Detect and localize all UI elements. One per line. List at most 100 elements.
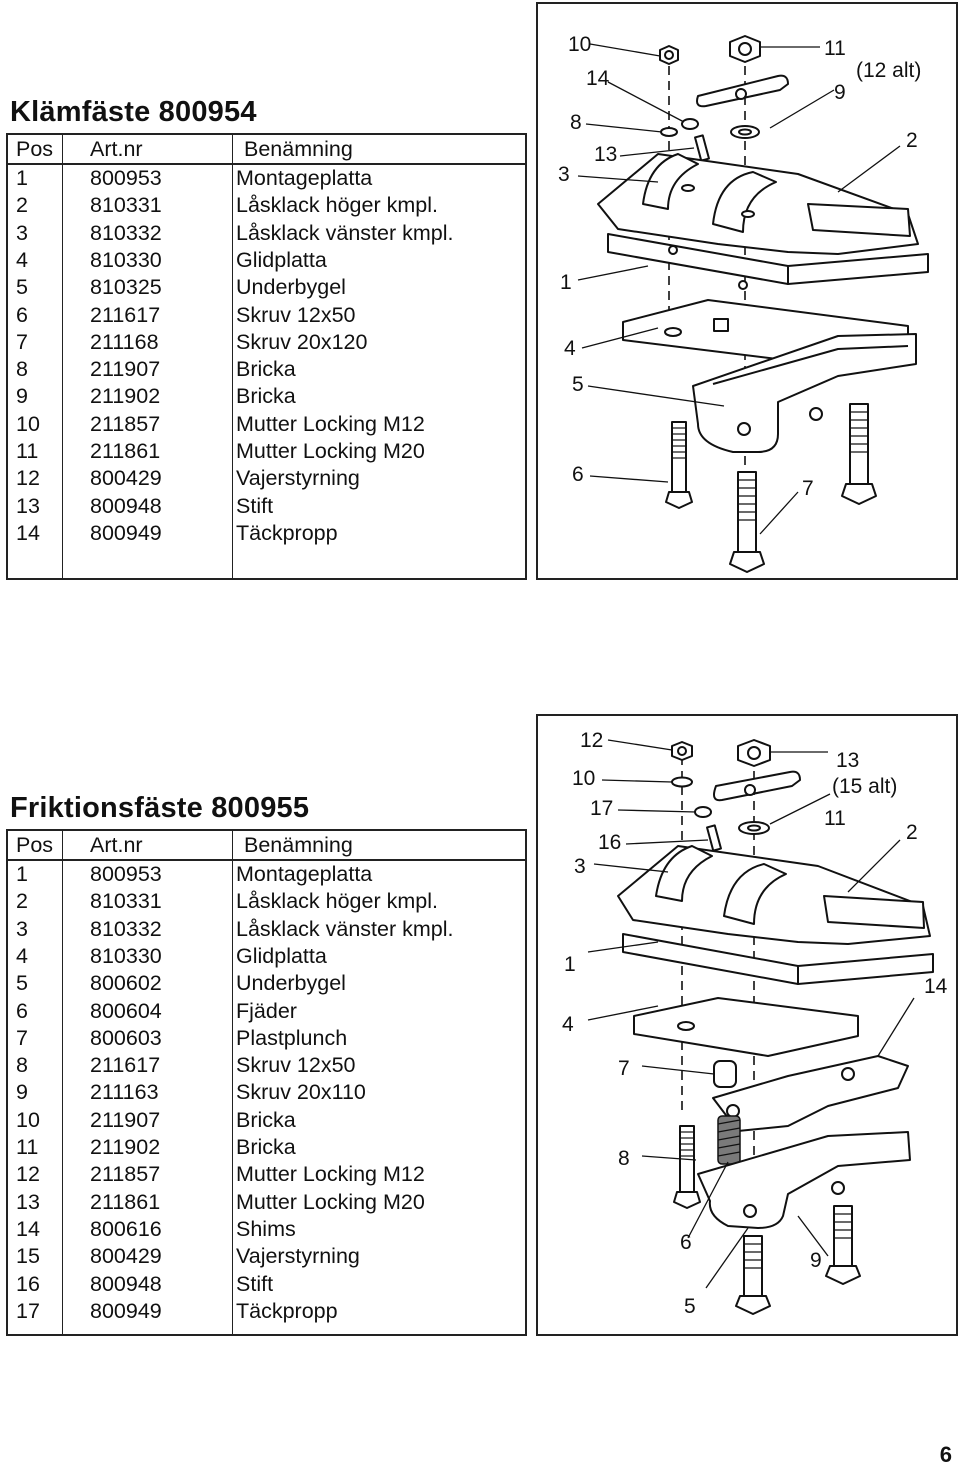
cell-art-nr: 810332 [90,220,162,245]
cell-art-nr: 800953 [90,862,162,886]
cell-name: Mutter Locking M20 [236,1189,425,1214]
cell-name: Mutter Locking M20 [236,439,425,463]
bolt-large-1 [729,471,765,573]
callout-13: 13 [594,143,618,166]
callout-2: 2 [906,129,918,152]
table-header: Pos Art.nr Benämning [8,832,525,859]
cell-art-nr: 211617 [90,302,161,327]
cell-art-nr: 800948 [90,493,162,518]
page-number: 6 [939,1442,952,1467]
cell-name: Bricka [236,1107,296,1132]
callout-7: 7 [618,1057,630,1080]
cell-art-nr: 810331 [90,193,162,218]
cell-art-nr: 800604 [90,998,162,1023]
cell-name: Underbygel [236,971,346,996]
cell-art-nr: 211861 [90,1189,161,1214]
callout-17: 17 [590,797,614,820]
callout-5: 5 [684,1295,696,1318]
cell-art-nr: 211857 [90,411,161,436]
callout-3: 3 [574,855,586,878]
cell-name: Skruv 20x110 [236,1080,366,1105]
cell-name: Skruv 12x50 [236,302,356,327]
cell-art-nr: 810331 [90,889,162,914]
cell-art-nr: 211861 [90,439,161,463]
cell-name: Skruv 12x50 [236,1053,356,1078]
cell-pos: 14 [16,520,40,545]
cell-pos: 11 [16,439,39,463]
cell-pos: 8 [16,357,28,382]
cell-name: Skruv 20x120 [236,329,368,354]
cell-art-nr: 800948 [90,1271,162,1296]
callout-4: 4 [562,1013,574,1036]
cell-name: Täckpropp [236,1298,338,1323]
cell-art-nr: 800603 [90,1025,162,1050]
cell-pos: 14 [16,1216,40,1241]
cell-art-nr: 211168 [90,329,159,354]
cell-pos: 6 [16,998,28,1023]
exploded-diagram-klamfaste: 10 14 8 13 3 11 (12 alt) 9 2 1 4 5 6 7 [536,2,958,580]
bolt-small [673,1125,701,1209]
table-row: 7 211168 Skruv 20x120 [8,329,525,356]
cell-art-nr: 211907 [90,357,161,382]
cell-pos: 3 [16,220,28,245]
cell-pos: 11 [16,1135,39,1159]
callout-6: 6 [572,463,584,486]
cell-name: Mutter Locking M12 [236,411,425,436]
cell-pos: 7 [16,1025,28,1050]
cell-pos: 16 [16,1271,40,1296]
diagram-drawing [587,739,934,1315]
callout-7: 7 [802,477,814,500]
callout-14: 14 [586,67,610,90]
cell-art-nr: 800953 [90,166,162,190]
cell-pos: 17 [16,1298,40,1323]
cell-art-nr: 800429 [90,466,162,491]
cell-name: Underbygel [236,275,346,300]
callout-4: 4 [564,337,576,360]
cell-pos: 1 [16,166,28,190]
cell-pos: 9 [16,1080,28,1105]
cell-pos: 7 [16,329,28,354]
cell-name: Vajerstyrning [236,466,360,491]
bolt-small [665,421,693,509]
callout-11: 11 [824,37,846,60]
cell-pos: 4 [16,943,28,968]
cell-pos: 9 [16,384,28,409]
cell-pos: 13 [16,1189,40,1214]
callout-9: 9 [810,1249,822,1272]
callout-3: 3 [558,163,570,186]
section-title-friktionsfaste: Friktionsfäste 800955 [10,792,310,824]
cell-art-nr: 211907 [90,1107,161,1132]
callout-15-alt: (15 alt) [832,775,898,798]
cell-pos: 13 [16,493,40,518]
cell-name: Glidplatta [236,943,327,968]
header-pos: Pos [16,137,54,161]
cell-art-nr: 800429 [90,1244,162,1269]
cell-name: Bricka [236,1135,296,1159]
cell-pos: 15 [16,1244,40,1269]
cell-pos: 2 [16,193,28,218]
cell-art-nr: 810325 [90,275,162,300]
cell-art-nr: 211902 [90,1135,161,1159]
exploded-diagram-friktionsfaste: 12 10 17 16 3 13 (15 alt) 11 2 1 14 4 7 … [536,714,958,1336]
cell-art-nr: 800949 [90,520,162,545]
cell-name: Bricka [236,384,296,409]
cell-art-nr: 211617 [90,1053,161,1078]
table-row: 11 211902 Bricka [8,1134,525,1161]
cell-pos: 6 [16,302,28,327]
